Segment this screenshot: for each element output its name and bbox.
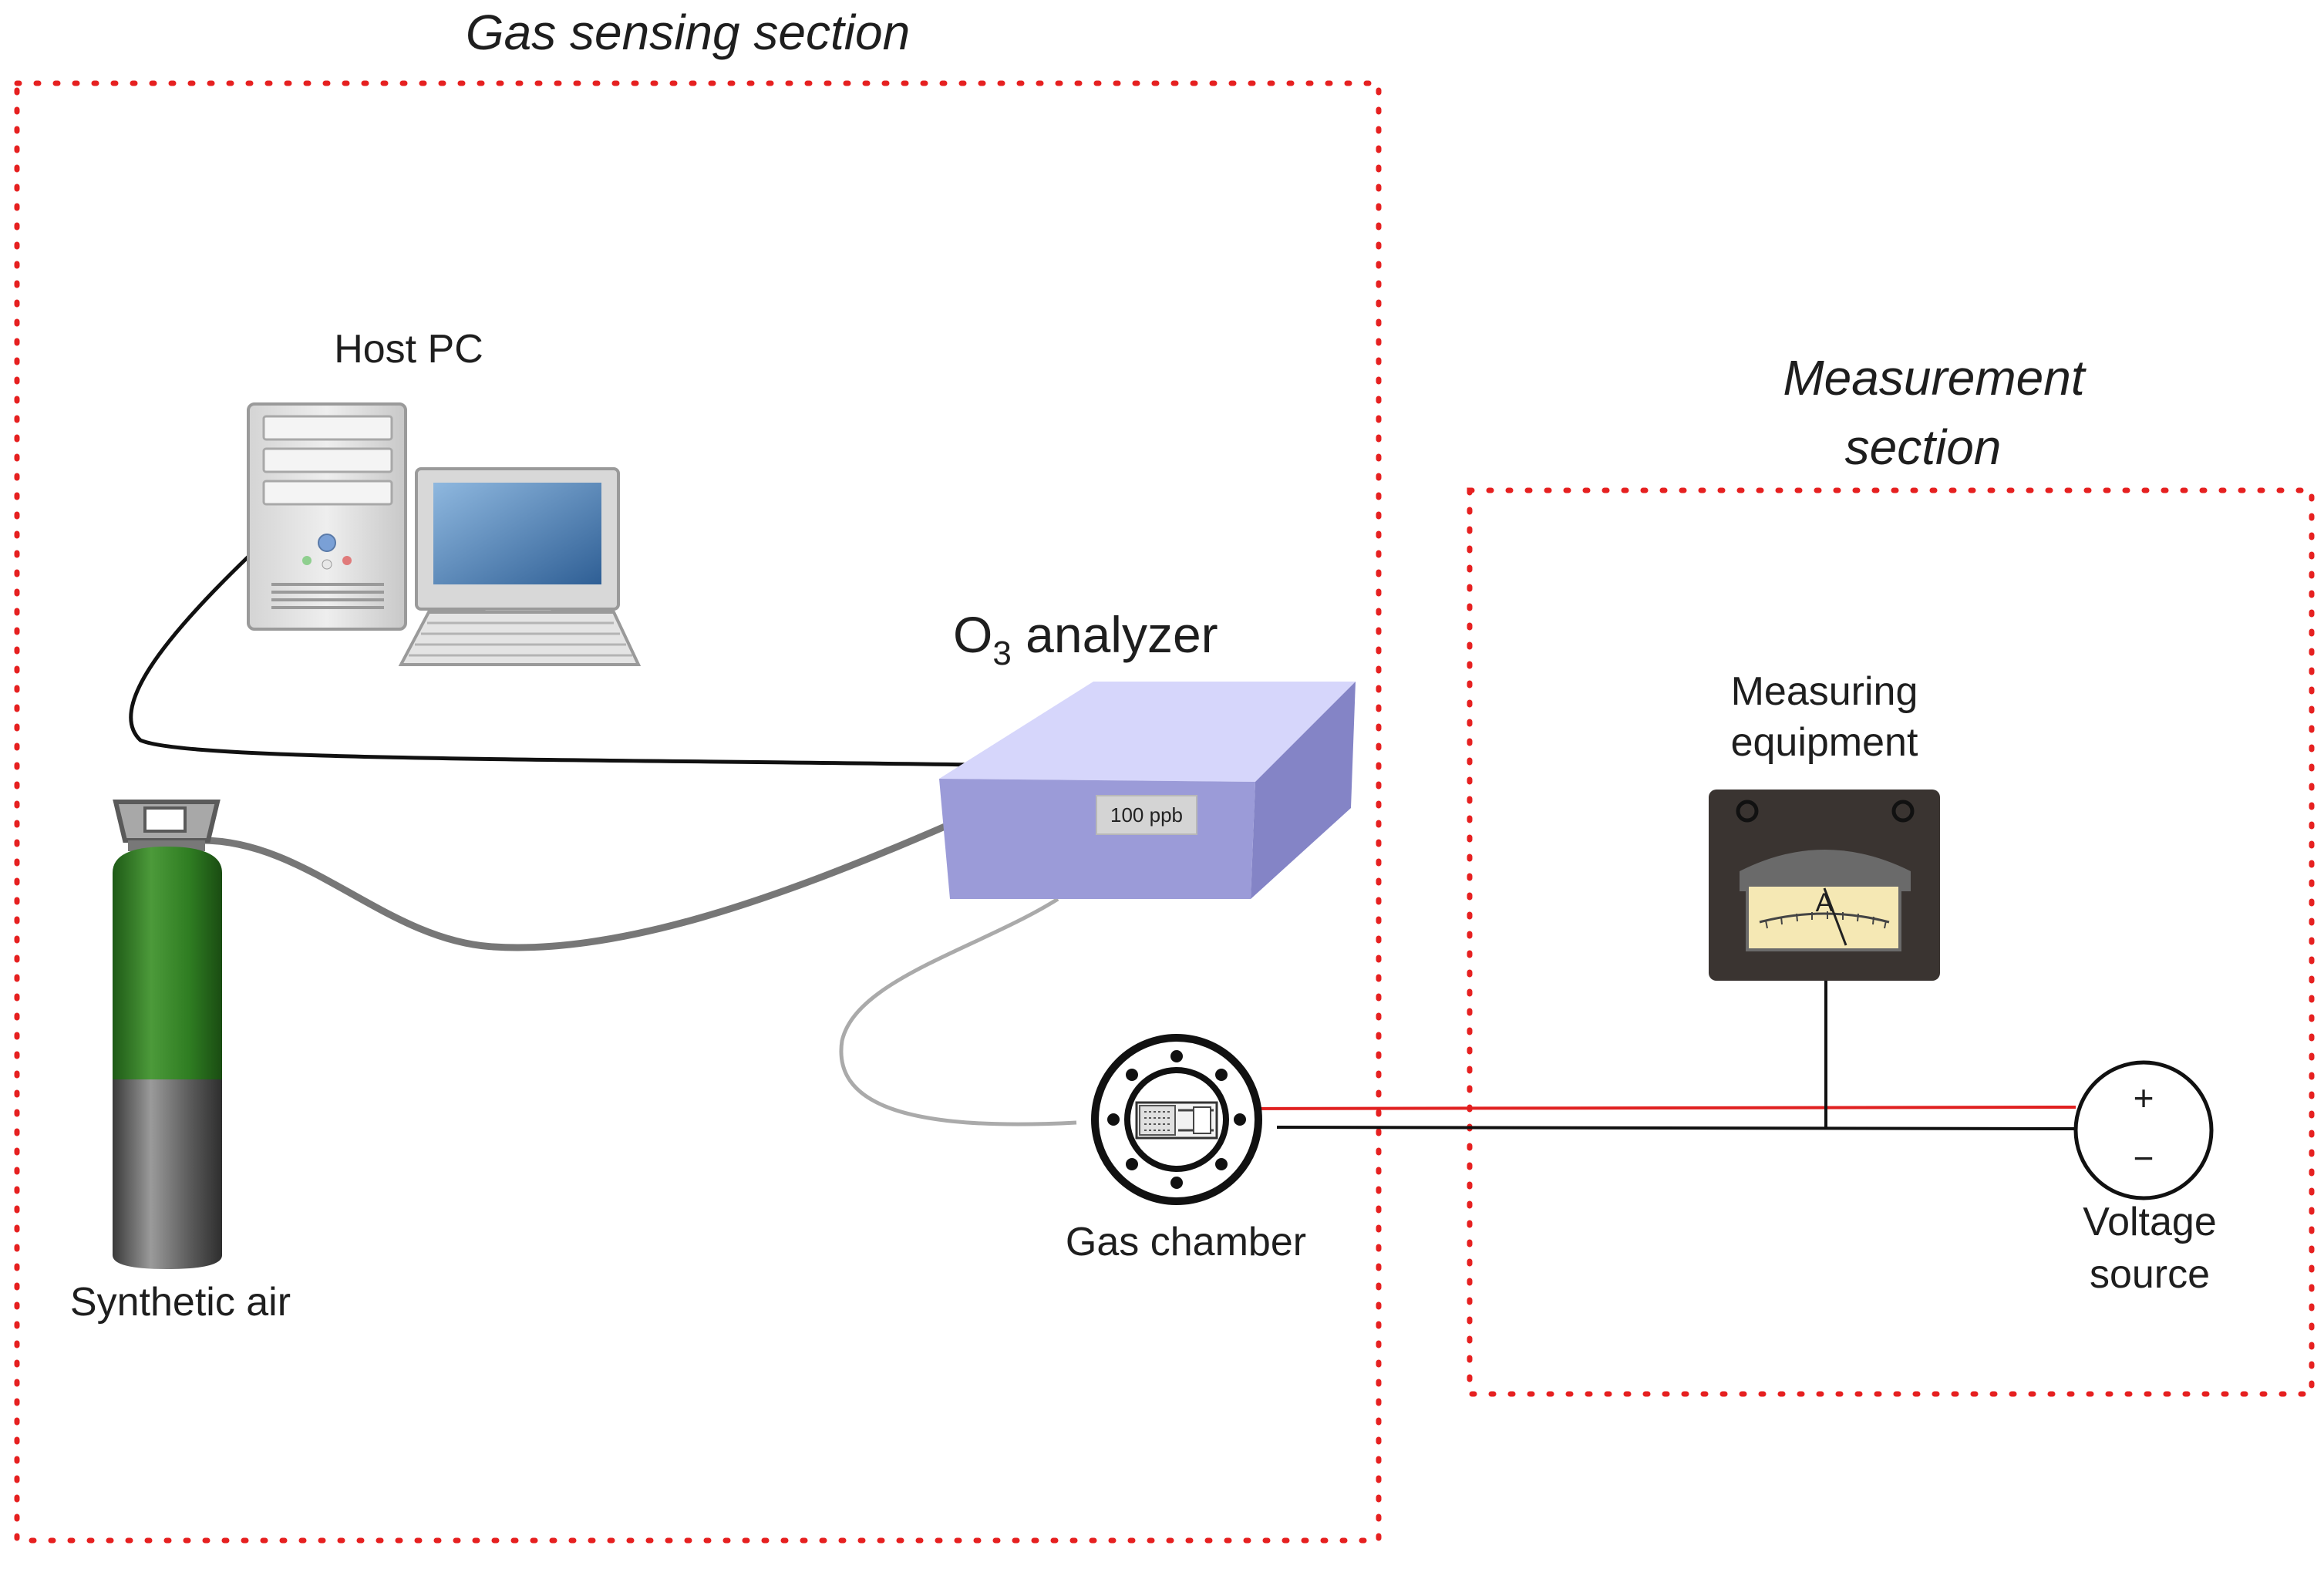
analyzer-display-value: 100 ppb (1110, 803, 1183, 827)
analyzer-side-face (1251, 682, 1356, 899)
pc-keyboard (398, 611, 642, 666)
o3-analyzer-label: O3 analyzer (953, 606, 1218, 672)
pc-monitor (415, 467, 620, 628)
chamber-bolt-bottom-left (1126, 1158, 1138, 1170)
chamber-bolt-right (1234, 1113, 1246, 1126)
measuring-equipment-label-line2: equipment (1731, 720, 1918, 765)
o3-analyzer: 100 ppb O3 analyzer (939, 606, 1356, 899)
gas-sensing-section-title: Gas sensing section (466, 5, 910, 60)
synthetic-air-cylinder: Synthetic air (70, 800, 291, 1325)
cylinder-green-section (113, 847, 222, 1079)
chamber-bolt-bottom (1170, 1177, 1183, 1189)
pc-to-analyzer-cable (129, 555, 980, 767)
cylinder-grey-section (113, 1079, 222, 1269)
voltage-source-label-line1: Voltage (2083, 1200, 2217, 1244)
pc-tower (247, 402, 407, 631)
voltage-source: + − Voltage source (2073, 1060, 2217, 1297)
voltage-plus-sign: + (2134, 1078, 2154, 1118)
cylinder-to-analyzer-tube (201, 821, 950, 951)
synthetic-air-label: Synthetic air (70, 1280, 291, 1325)
chamber-bolt-top-left (1126, 1069, 1138, 1081)
analyzer-top-face (939, 682, 1356, 782)
meter-hood (1740, 850, 1911, 891)
meter-needle (1823, 887, 1847, 946)
o3-analyzer-label-subscript: 3 (992, 635, 1011, 672)
gas-sensor-chip (1135, 1101, 1218, 1140)
meter-screw-right (1891, 800, 1915, 823)
chamber-bolt-top-right (1215, 1069, 1228, 1081)
gas-chamber-label: Gas chamber (1066, 1220, 1306, 1264)
meter-unit-letter: A (1816, 888, 1834, 917)
red-wire (1224, 1106, 2076, 1110)
meter-scale-ticks (1765, 911, 1887, 929)
measurement-section-title-line1: Measurement (1783, 350, 2087, 406)
analyzer-display (1096, 795, 1197, 835)
voltage-source-label-line2: source (2090, 1252, 2210, 1297)
host-pc-label: Host PC (334, 327, 483, 372)
measuring-equipment: A Measuring equipment (1709, 669, 1940, 981)
chamber-bolt-bottom-right (1215, 1158, 1228, 1170)
measuring-equipment-label-line1: Measuring (1731, 669, 1918, 714)
meter-screw-left (1736, 800, 1759, 823)
measurement-section-title-line2: section (1845, 419, 2002, 475)
black-wire (1276, 1126, 2076, 1130)
host-pc: Host PC (247, 327, 642, 666)
measurement-section-box (1467, 487, 2315, 1397)
chamber-bolt-top (1170, 1050, 1183, 1062)
chamber-bolt-left (1107, 1113, 1120, 1126)
analyzer-to-chamber-tube (839, 897, 1077, 1126)
gas-chamber: Gas chamber (1066, 1034, 1306, 1264)
o3-analyzer-label-prefix: O (953, 606, 992, 663)
meter-dial-face (1746, 884, 1901, 951)
o3-analyzer-label-suffix: analyzer (1012, 606, 1218, 663)
voltage-minus-sign: − (2134, 1138, 2154, 1178)
